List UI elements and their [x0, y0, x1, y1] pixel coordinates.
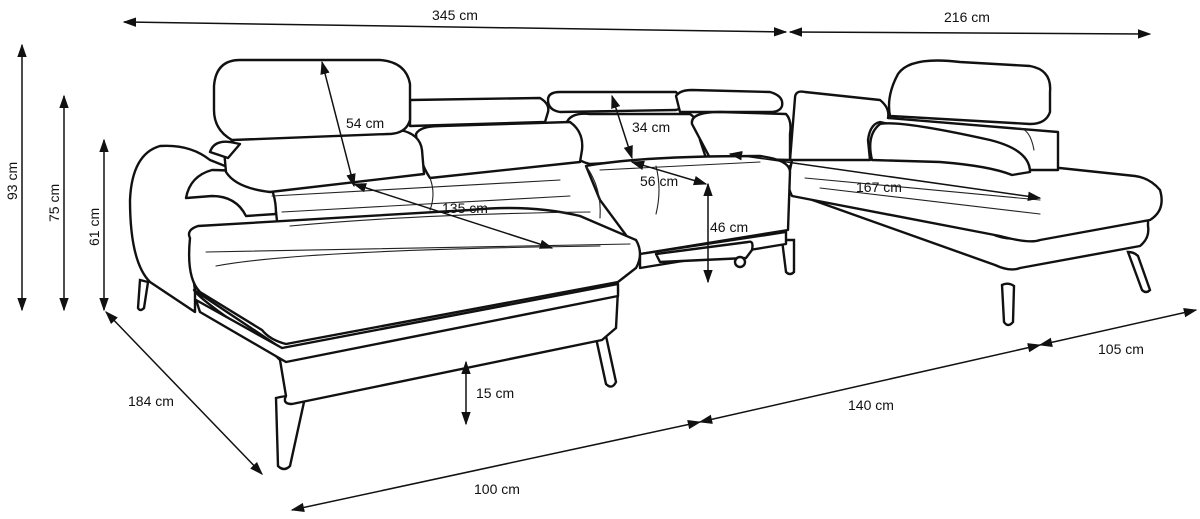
label-leg-height: 15 cm: [476, 385, 514, 401]
sofa-leg: [780, 238, 796, 276]
middle-headrest: [546, 90, 684, 114]
label-front-segment-2: 140 cm: [848, 397, 894, 413]
label-height-armrest: 61 cm: [86, 208, 102, 246]
sofa-leg: [274, 394, 306, 471]
label-backrest-top: 34 cm: [632, 119, 670, 135]
corner-back-cushion: [690, 110, 792, 162]
sofa-leg: [136, 278, 150, 312]
label-chaise-length: 135 cm: [442, 200, 488, 216]
sofa-leg: [1000, 282, 1016, 327]
left-headrest: [212, 58, 412, 142]
dim-line-depth-left: [105, 311, 263, 475]
sofa-leg: [594, 334, 618, 388]
label-seat-height: 46 cm: [710, 219, 748, 235]
label-depth-left: 184 cm: [128, 393, 174, 409]
label-headrest-height: 54 cm: [346, 115, 384, 131]
dim-line-total-width-right: [788, 27, 1152, 39]
dim-line-chaise-length: [352, 183, 554, 249]
dimension-lines: [17, 17, 1198, 513]
left-mid-headrest: [408, 96, 550, 128]
label-seat-depth: 56 cm: [640, 173, 678, 189]
dim-line-backrest-top: [611, 94, 633, 160]
label-total-width-left: 345 cm: [432, 7, 478, 23]
dim-line-right-chaise-length: [728, 151, 1042, 201]
label-height-back: 75 cm: [46, 184, 62, 222]
sofa-leg: [1126, 250, 1152, 294]
label-front-segment-1: 100 cm: [474, 481, 520, 497]
label-right-chaise-length: 167 cm: [856, 179, 902, 195]
dim-line-total-width-left: [122, 17, 788, 37]
label-height-max: 93 cm: [4, 162, 20, 200]
mechanism-wheel: [733, 255, 747, 269]
middle-headrest-2: [674, 88, 784, 114]
right-headrest: [887, 59, 1052, 126]
dim-line-front-segment-2: [698, 343, 1042, 424]
dim-line-front-segment-1: [290, 419, 702, 513]
dim-line-headrest-height: [320, 60, 356, 188]
left-backrest: [208, 140, 242, 160]
dimension-labels: 345 cm 216 cm 93 cm 75 cm 61 cm 54 cm 13…: [4, 7, 1144, 497]
left-mid-back-cushion: [414, 120, 584, 180]
label-front-segment-3: 105 cm: [1098, 341, 1144, 357]
dim-line-front-segment-3: [1038, 308, 1198, 347]
label-total-width-right: 216 cm: [944, 9, 990, 25]
sofa-illustration: [128, 58, 1163, 471]
dim-line-seat-depth: [630, 160, 708, 186]
